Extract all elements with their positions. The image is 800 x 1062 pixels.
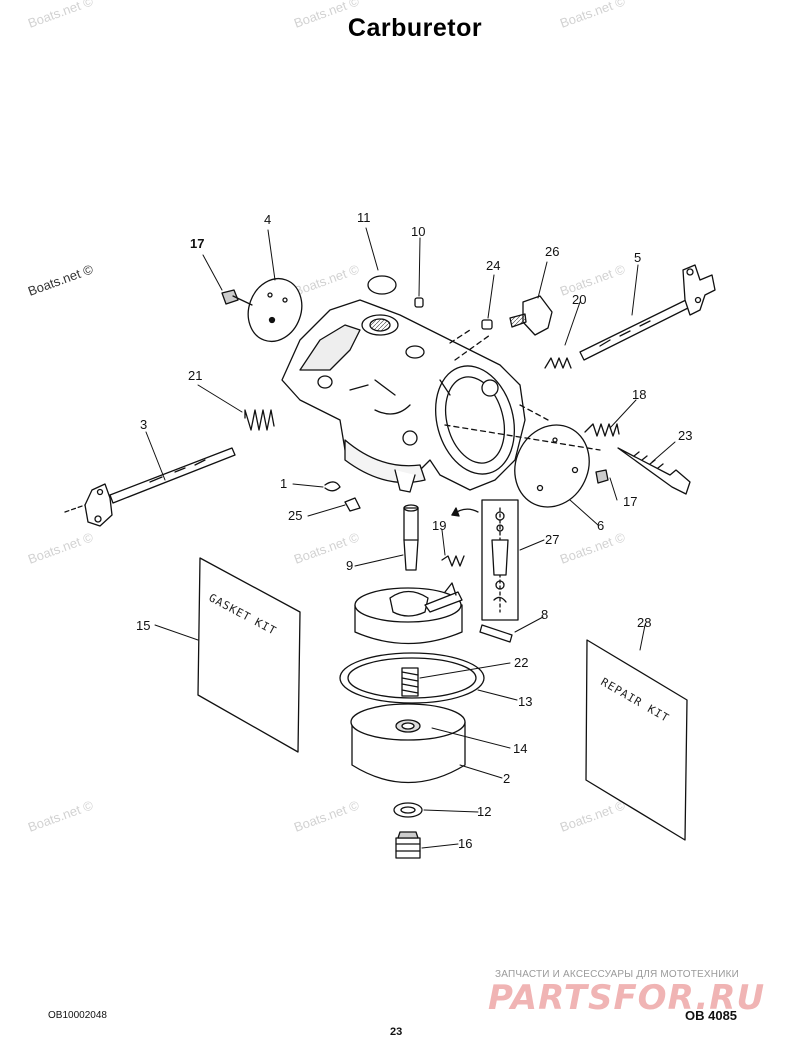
idle-spring (584, 423, 620, 437)
callout-3: 3 (140, 417, 147, 432)
callout-1: 1 (280, 476, 287, 491)
watermark: Boats.net © (558, 261, 628, 299)
float (354, 582, 463, 645)
callout-15: 15 (136, 618, 150, 633)
choke-shaft (64, 447, 236, 527)
hinge-pin (479, 624, 513, 643)
callout-24: 24 (486, 258, 500, 273)
callout-13: 13 (518, 694, 532, 709)
retaining-clip (324, 481, 341, 492)
watermark: Boats.net © (26, 529, 96, 567)
main-nozzle (403, 504, 419, 571)
throttle-plate (247, 277, 303, 343)
callout-25: 25 (288, 508, 302, 523)
watermark: Boats.net © (292, 261, 362, 299)
callout-4: 4 (264, 212, 271, 227)
throttle-spring (544, 357, 572, 369)
fuel-fitting (509, 295, 553, 336)
assembly-line (519, 404, 549, 421)
page-title: Carburetor (347, 14, 483, 42)
screw (595, 469, 609, 484)
assembly-line (444, 424, 601, 451)
callout-10: 10 (411, 224, 425, 239)
watermark: Boats.net © (292, 0, 362, 31)
repair-kit (585, 639, 688, 841)
drain-plug (395, 831, 421, 859)
throttle-shaft (579, 264, 716, 361)
welch-plug (367, 275, 397, 295)
watermark: Boats.net © (26, 797, 96, 835)
carburetor-body (281, 299, 526, 493)
callout-22: 22 (514, 655, 528, 670)
bowl-spring (401, 667, 419, 697)
inlet-needle-detail (481, 499, 519, 621)
callout-19: 19 (432, 518, 446, 533)
watermark: Boats.net © (558, 529, 628, 567)
callout-21: 21 (188, 368, 202, 383)
callout-17: 17 (623, 494, 637, 509)
leader-lines (145, 227, 676, 849)
callout-16: 16 (458, 836, 472, 851)
screw (221, 289, 253, 306)
float-bowl (350, 703, 466, 784)
brand-logo: PARTSFOR.RU (488, 978, 766, 1018)
float-spring (441, 555, 465, 567)
brand-tagline: ЗАПЧАСТИ И АКСЕССУАРЫ ДЛЯ МОТОТЕХНИКИ (495, 969, 740, 980)
callout-12: 12 (477, 804, 491, 819)
watermark: Boats.net © (558, 797, 628, 835)
callout-9: 9 (346, 558, 353, 573)
document-code: OB10002048 (48, 1010, 107, 1021)
screw (344, 497, 361, 512)
callout-23: 23 (678, 428, 692, 443)
callout-20: 20 (572, 292, 586, 307)
choke-spring (244, 409, 275, 431)
drain-washer (393, 802, 423, 818)
bowl-gasket-inner (347, 657, 477, 699)
watermark: Boats.net © (558, 0, 628, 31)
callout-26: 26 (545, 244, 559, 259)
callout-18: 18 (632, 387, 646, 402)
figure-code: OB 4085 (685, 1008, 738, 1023)
callout-17: 17 (190, 236, 204, 251)
watermark: Boats.net © (26, 261, 96, 299)
check-ball (414, 297, 424, 308)
watermark: Boats.net © (26, 0, 96, 31)
callout-28: 28 (637, 615, 651, 630)
callout-6: 6 (597, 518, 604, 533)
callout-2: 2 (503, 771, 510, 786)
watermark-layer: Boats.net © Boats.net © Boats.net © Boat… (26, 0, 628, 835)
callout-27: 27 (545, 532, 559, 547)
small-screw (481, 319, 493, 330)
callout-8: 8 (541, 607, 548, 622)
callout-5: 5 (634, 250, 641, 265)
callout-labels: 17 4 11 10 24 26 5 20 21 3 18 23 1 17 25… (136, 210, 692, 851)
arrowhead (451, 507, 460, 517)
page-number: 23 (390, 1026, 403, 1038)
bowl-gasket (339, 652, 485, 704)
watermark: Boats.net © (292, 797, 362, 835)
callout-11: 11 (357, 210, 371, 225)
gasket-kit (197, 557, 301, 753)
callout-14: 14 (513, 741, 527, 756)
idle-mixture-needle (617, 447, 691, 495)
